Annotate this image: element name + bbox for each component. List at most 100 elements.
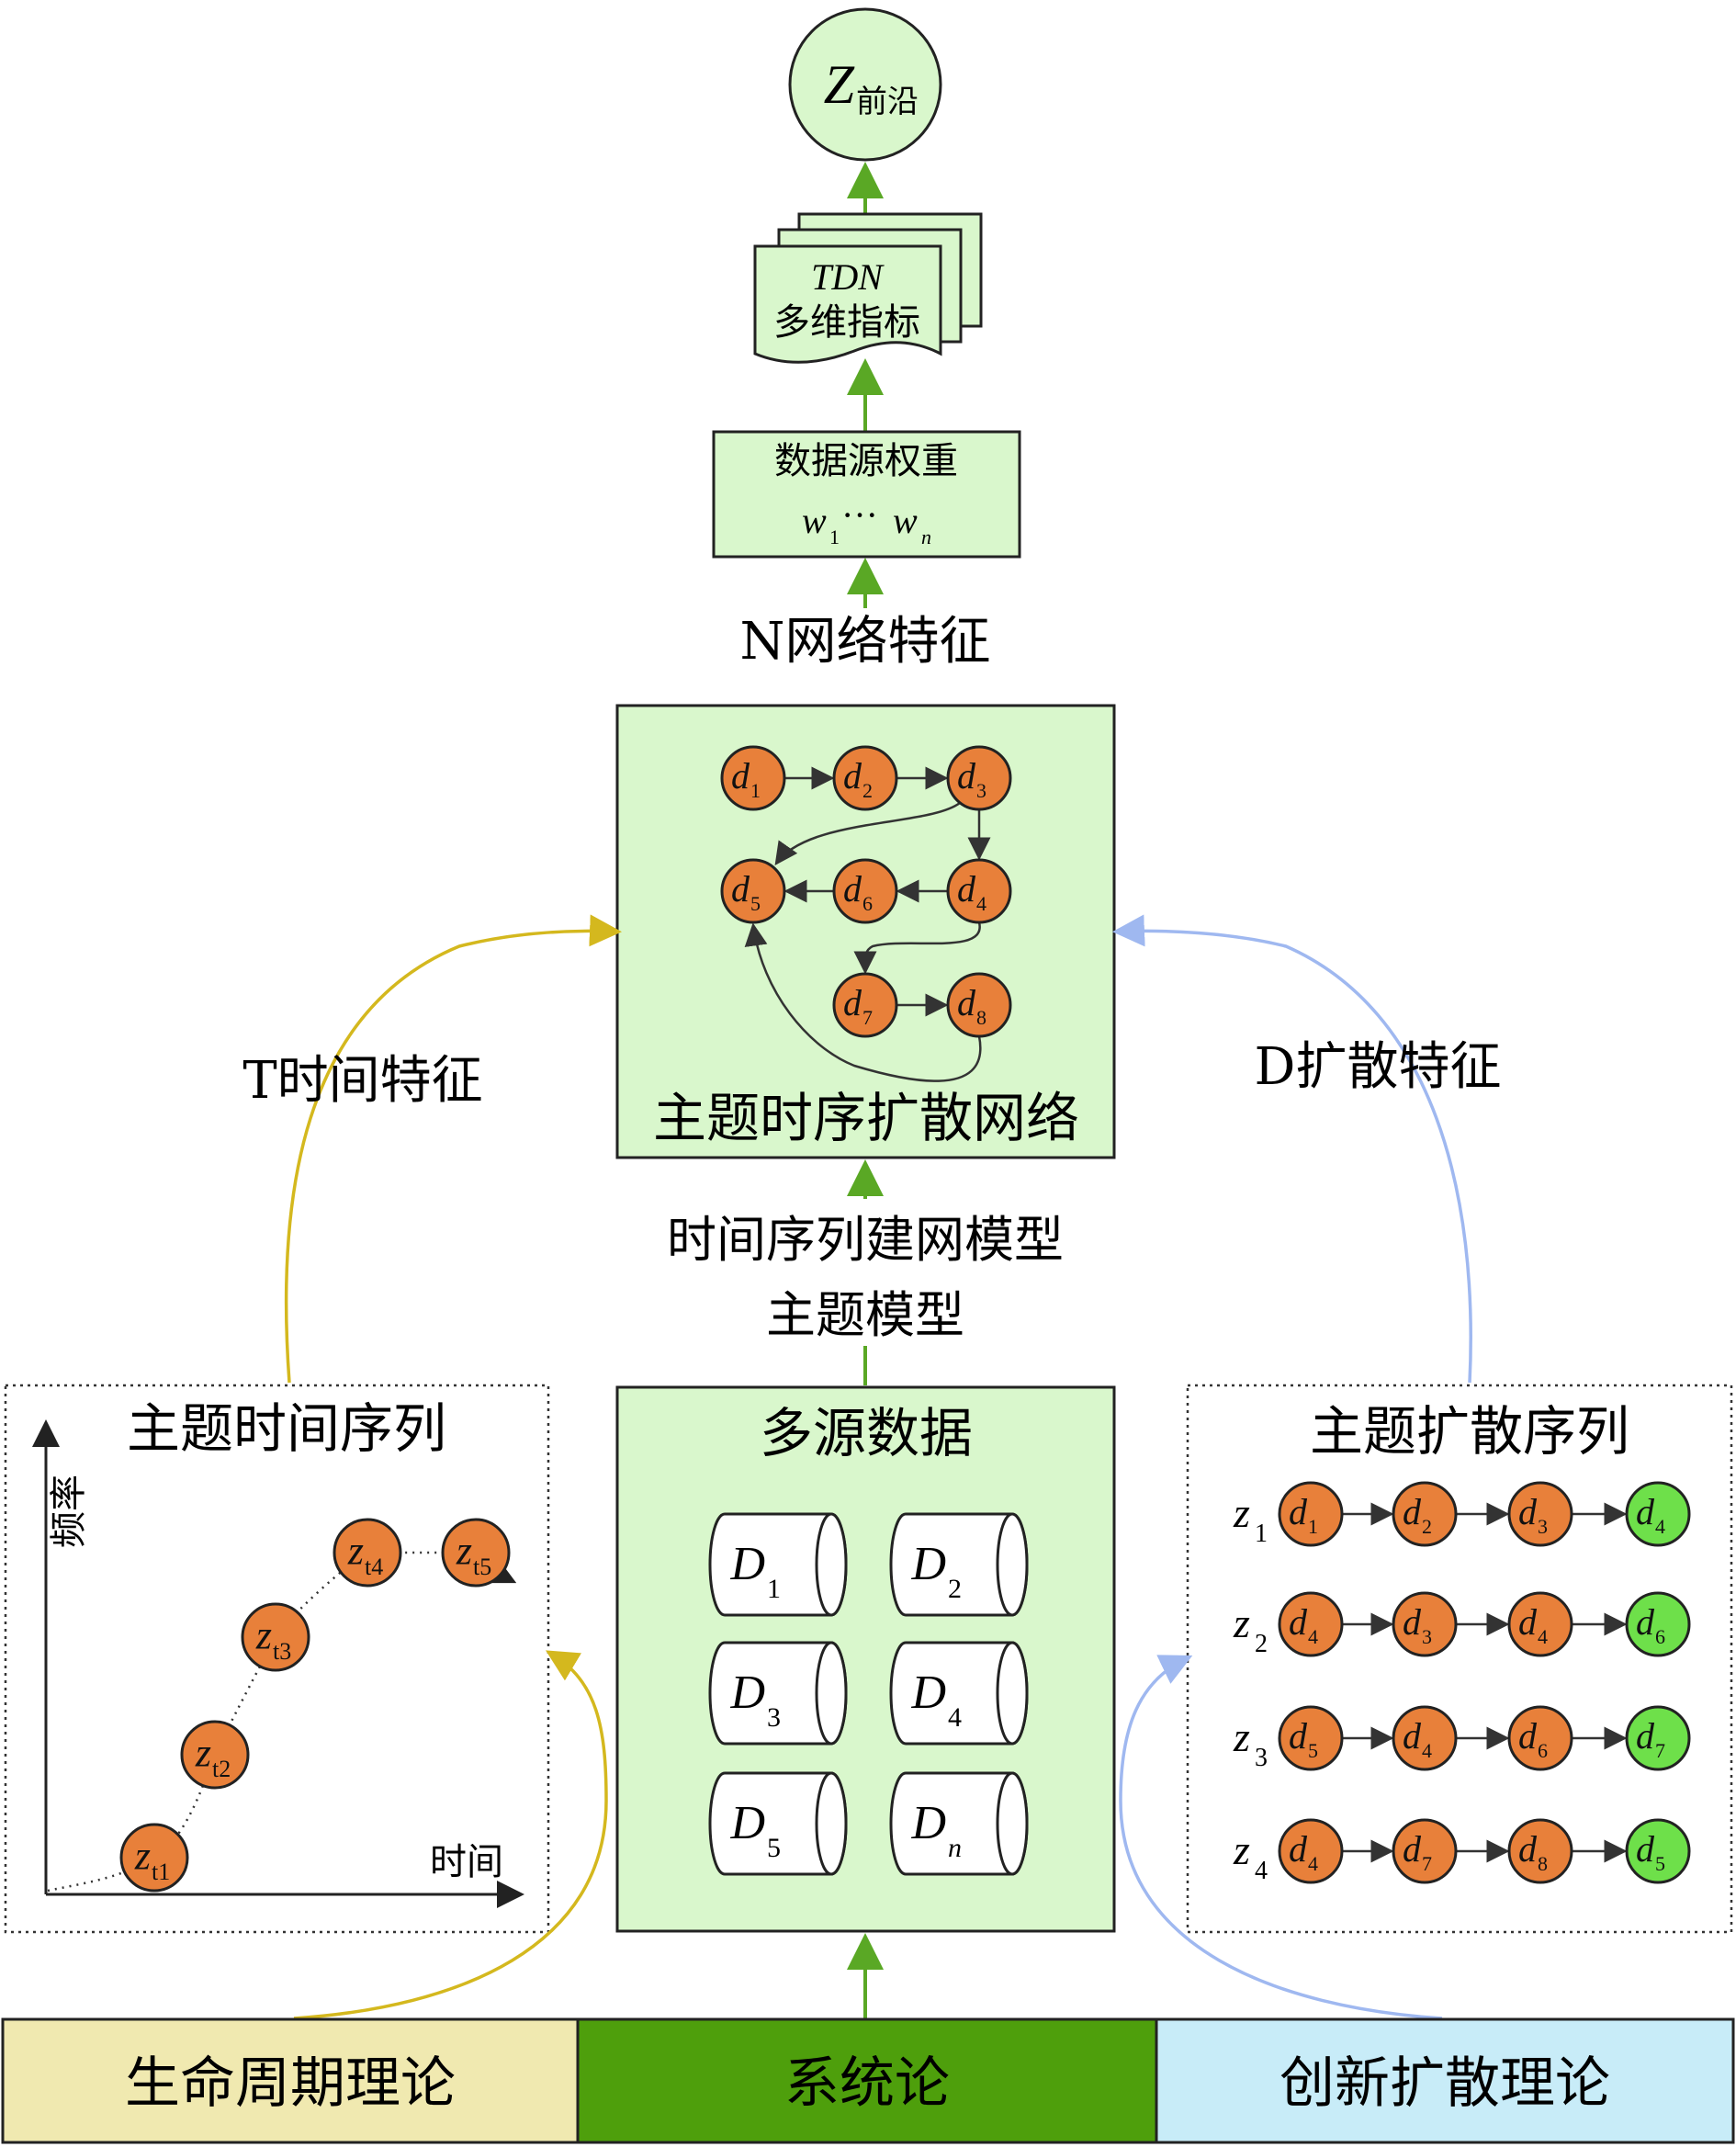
network-node-d8-letter: d [957, 982, 976, 1023]
diffusion-row-3-node-2-sub: 4 [1422, 1739, 1432, 1762]
network-feature-label: N网络特征 [740, 612, 991, 672]
y-axis-label: 频率 [48, 1475, 90, 1548]
time-point-t5-circle [441, 1518, 511, 1588]
frontier-z: Z [824, 54, 855, 115]
network-node-d3-sub: 3 [976, 779, 986, 802]
diffusion-row-2-node-2-circle [1392, 1591, 1458, 1657]
diffusion-row-2-node-4-sub: 6 [1655, 1625, 1665, 1648]
diffusion-row-2-node-1-letter: d [1289, 1601, 1308, 1643]
diffusion-row-1-sub: 1 [1255, 1520, 1268, 1548]
theory-lifecycle-box [1, 2017, 580, 2144]
network-node-d7-sub: 7 [862, 1006, 873, 1029]
database-5-cap [815, 1771, 848, 1876]
label-bg [698, 608, 1038, 674]
diffusion-row-2-node-2-sub: 3 [1422, 1625, 1432, 1648]
database-4-letter: D [910, 1667, 946, 1719]
network-node-d6-circle [832, 858, 898, 924]
diffusion-row-2-node-3-sub: 4 [1538, 1625, 1548, 1648]
network-node-d8-sub: 8 [976, 1006, 986, 1029]
diffusion-row-4-node-4-sub: 5 [1655, 1852, 1665, 1875]
weight-dots: ··· [841, 494, 878, 536]
diffusion-row-2-node-4-letter: d [1636, 1601, 1655, 1643]
weight-w1: w [802, 500, 827, 541]
multisource-title: 多源数据 [760, 1402, 973, 1464]
database-2-cap [996, 1512, 1029, 1617]
network-node-d8-circle [946, 972, 1012, 1038]
diffusion-row-2-node-3-circle [1507, 1591, 1573, 1657]
tdn-label: TDN [811, 256, 885, 298]
source-weights-box: 数据源权重 w 1 ··· w n [712, 430, 1021, 559]
network-title: 主题时序扩散网络 [653, 1087, 1079, 1149]
network-node-d7-circle [832, 972, 898, 1038]
diffusion-row-1-node-2-circle [1392, 1481, 1458, 1547]
diffusion-row-4-node-3-circle [1507, 1818, 1573, 1884]
diffusion-row-3-node-1-sub: 5 [1308, 1739, 1318, 1762]
database-3-sub: 3 [767, 1702, 781, 1733]
network-node-d1-letter: d [731, 755, 750, 797]
diffusion-row-4-node-2-sub: 7 [1422, 1852, 1432, 1875]
diffusion-row-1-node-3-letter: d [1518, 1491, 1538, 1532]
arrow-diffusion-feature [1112, 914, 1472, 1384]
network-node-d4-sub: 4 [976, 892, 986, 915]
time-point-t1-letter: z [134, 1833, 151, 1878]
edge-d8-d5 [744, 922, 982, 1082]
time-point-t3-letter: z [255, 1612, 272, 1657]
network-node-d5-letter: d [731, 868, 750, 910]
database-1-sub: 1 [767, 1574, 781, 1604]
x-axis-label: 时间 [430, 1841, 503, 1883]
diffusion-row-3-node-4-circle [1625, 1705, 1691, 1771]
diffusion-row-4-z: z [1233, 1826, 1250, 1873]
diffusion-row-2-node-3-letter: d [1518, 1601, 1538, 1643]
diffusion-row-4-node-1-circle [1278, 1818, 1344, 1884]
database-n-sub: n [948, 1833, 962, 1863]
network-node-d4-circle [946, 858, 1012, 924]
database-n-cap [996, 1771, 1029, 1876]
diffusion-row-3-node-3-circle [1507, 1705, 1573, 1771]
diffusion-row-1-node-1-circle [1278, 1481, 1344, 1547]
theory-systems-label: 系统论 [784, 2051, 950, 2116]
diffusion-row-3-node-2-circle [1392, 1705, 1458, 1771]
database-3-letter: D [729, 1667, 765, 1719]
diffusion-row-1-node-4-circle [1625, 1481, 1691, 1547]
diffusion-row-2-node-2-letter: d [1403, 1601, 1422, 1643]
diffusion-feature-label: D扩散特征 [1255, 1037, 1502, 1097]
diffusion-row-2-node-1-sub: 4 [1308, 1625, 1318, 1648]
weight-sub-1: 1 [829, 525, 840, 548]
time-point-t5-sub: t5 [473, 1554, 491, 1580]
diffusion-row-4-node-2-circle [1392, 1818, 1458, 1884]
diffusion-row-1-node-1-sub: 1 [1308, 1515, 1318, 1538]
time-feature-label: T时间特征 [242, 1051, 482, 1111]
database-4-sub: 4 [948, 1702, 962, 1733]
diffusion-row-3-node-1-circle [1278, 1705, 1344, 1771]
weight-sub-n: n [921, 525, 931, 548]
network-edges [744, 766, 991, 1082]
diffusion-row-2-z: z [1233, 1599, 1250, 1646]
weight-wn: w [893, 500, 918, 541]
time-point-t4-letter: z [347, 1528, 364, 1573]
diffusion-row-4-node-3-letter: d [1518, 1828, 1538, 1870]
